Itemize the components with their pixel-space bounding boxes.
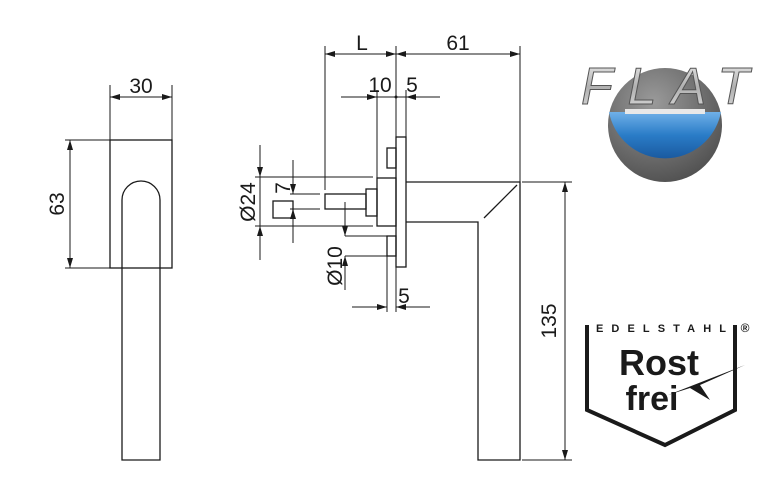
rostfrei-logo: EDELSTAHL ® Rost frei <box>585 321 750 448</box>
front-view: 30 63 <box>46 75 173 461</box>
frei-text: frei <box>626 380 679 418</box>
rosette-plate <box>395 136 407 268</box>
dim-projection: 61 <box>446 32 469 55</box>
flat-logo: FLAT <box>581 58 753 182</box>
dim-lever-length: 135 <box>538 303 561 338</box>
rosette-outline <box>109 139 173 269</box>
dim-rosette-diameter: Ø24 <box>237 182 260 222</box>
lever-outline <box>406 181 521 461</box>
dim-rosette-depth: 10 <box>368 74 391 97</box>
side-view: L 61 10 5 Ø24 7 Ø10 5 <box>237 32 572 461</box>
rost-text: Rost <box>619 342 699 383</box>
handle-outline <box>121 180 161 461</box>
dim-square: 7 <box>272 182 295 194</box>
dim-plate: 5 <box>406 74 418 97</box>
dim-screw-boss: Ø10 <box>324 246 347 286</box>
dim-width: 30 <box>129 75 152 98</box>
registered-mark: ® <box>741 321 750 335</box>
dim-rosette-height: 63 <box>46 192 69 215</box>
dim-boss-depth: 5 <box>398 285 410 308</box>
edelstahl-text: EDELSTAHL <box>596 323 726 335</box>
dim-spindle-length: L <box>356 32 368 55</box>
